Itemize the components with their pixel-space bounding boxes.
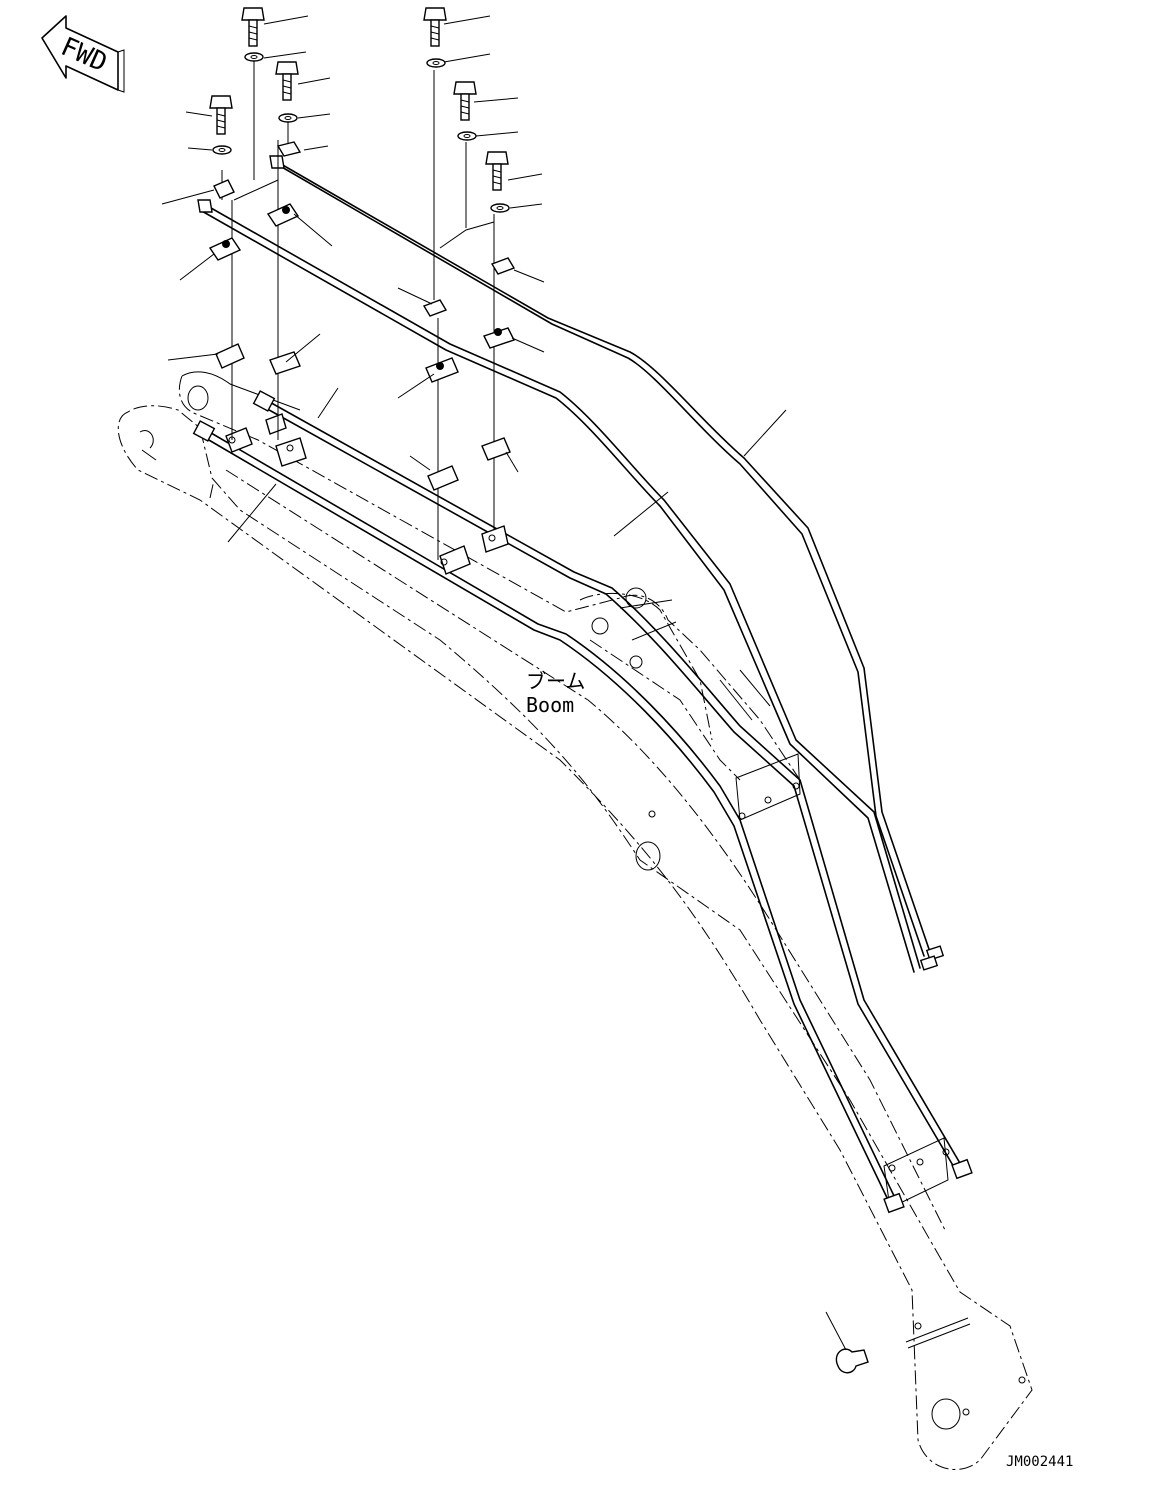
bolt-1 <box>241 7 265 47</box>
assembly-guide-lines <box>221 60 495 560</box>
bolt-5 <box>209 95 233 135</box>
fwd-label: FWD <box>56 32 111 79</box>
washers <box>212 52 510 213</box>
bolt-3 <box>275 61 299 101</box>
long-hose-lower <box>197 155 939 973</box>
boom-outline <box>117 371 1033 1470</box>
fwd-arrow: FWD <box>41 15 125 93</box>
bolt-4 <box>453 81 477 121</box>
bolt-2 <box>423 7 447 47</box>
boom-pipe-lower <box>192 420 905 1214</box>
plug <box>835 1348 869 1374</box>
boom-label-en: Boom <box>526 693 574 717</box>
drawing-number: JM002441 <box>1006 1454 1073 1470</box>
leader-lines <box>161 15 847 1351</box>
clamp-plates <box>208 141 516 491</box>
boom-pipe-upper <box>252 390 973 1180</box>
long-hose-upper <box>273 159 945 961</box>
bolt-6 <box>485 151 509 191</box>
bolts <box>209 7 509 191</box>
boom-label-jp: ブーム <box>526 669 585 693</box>
